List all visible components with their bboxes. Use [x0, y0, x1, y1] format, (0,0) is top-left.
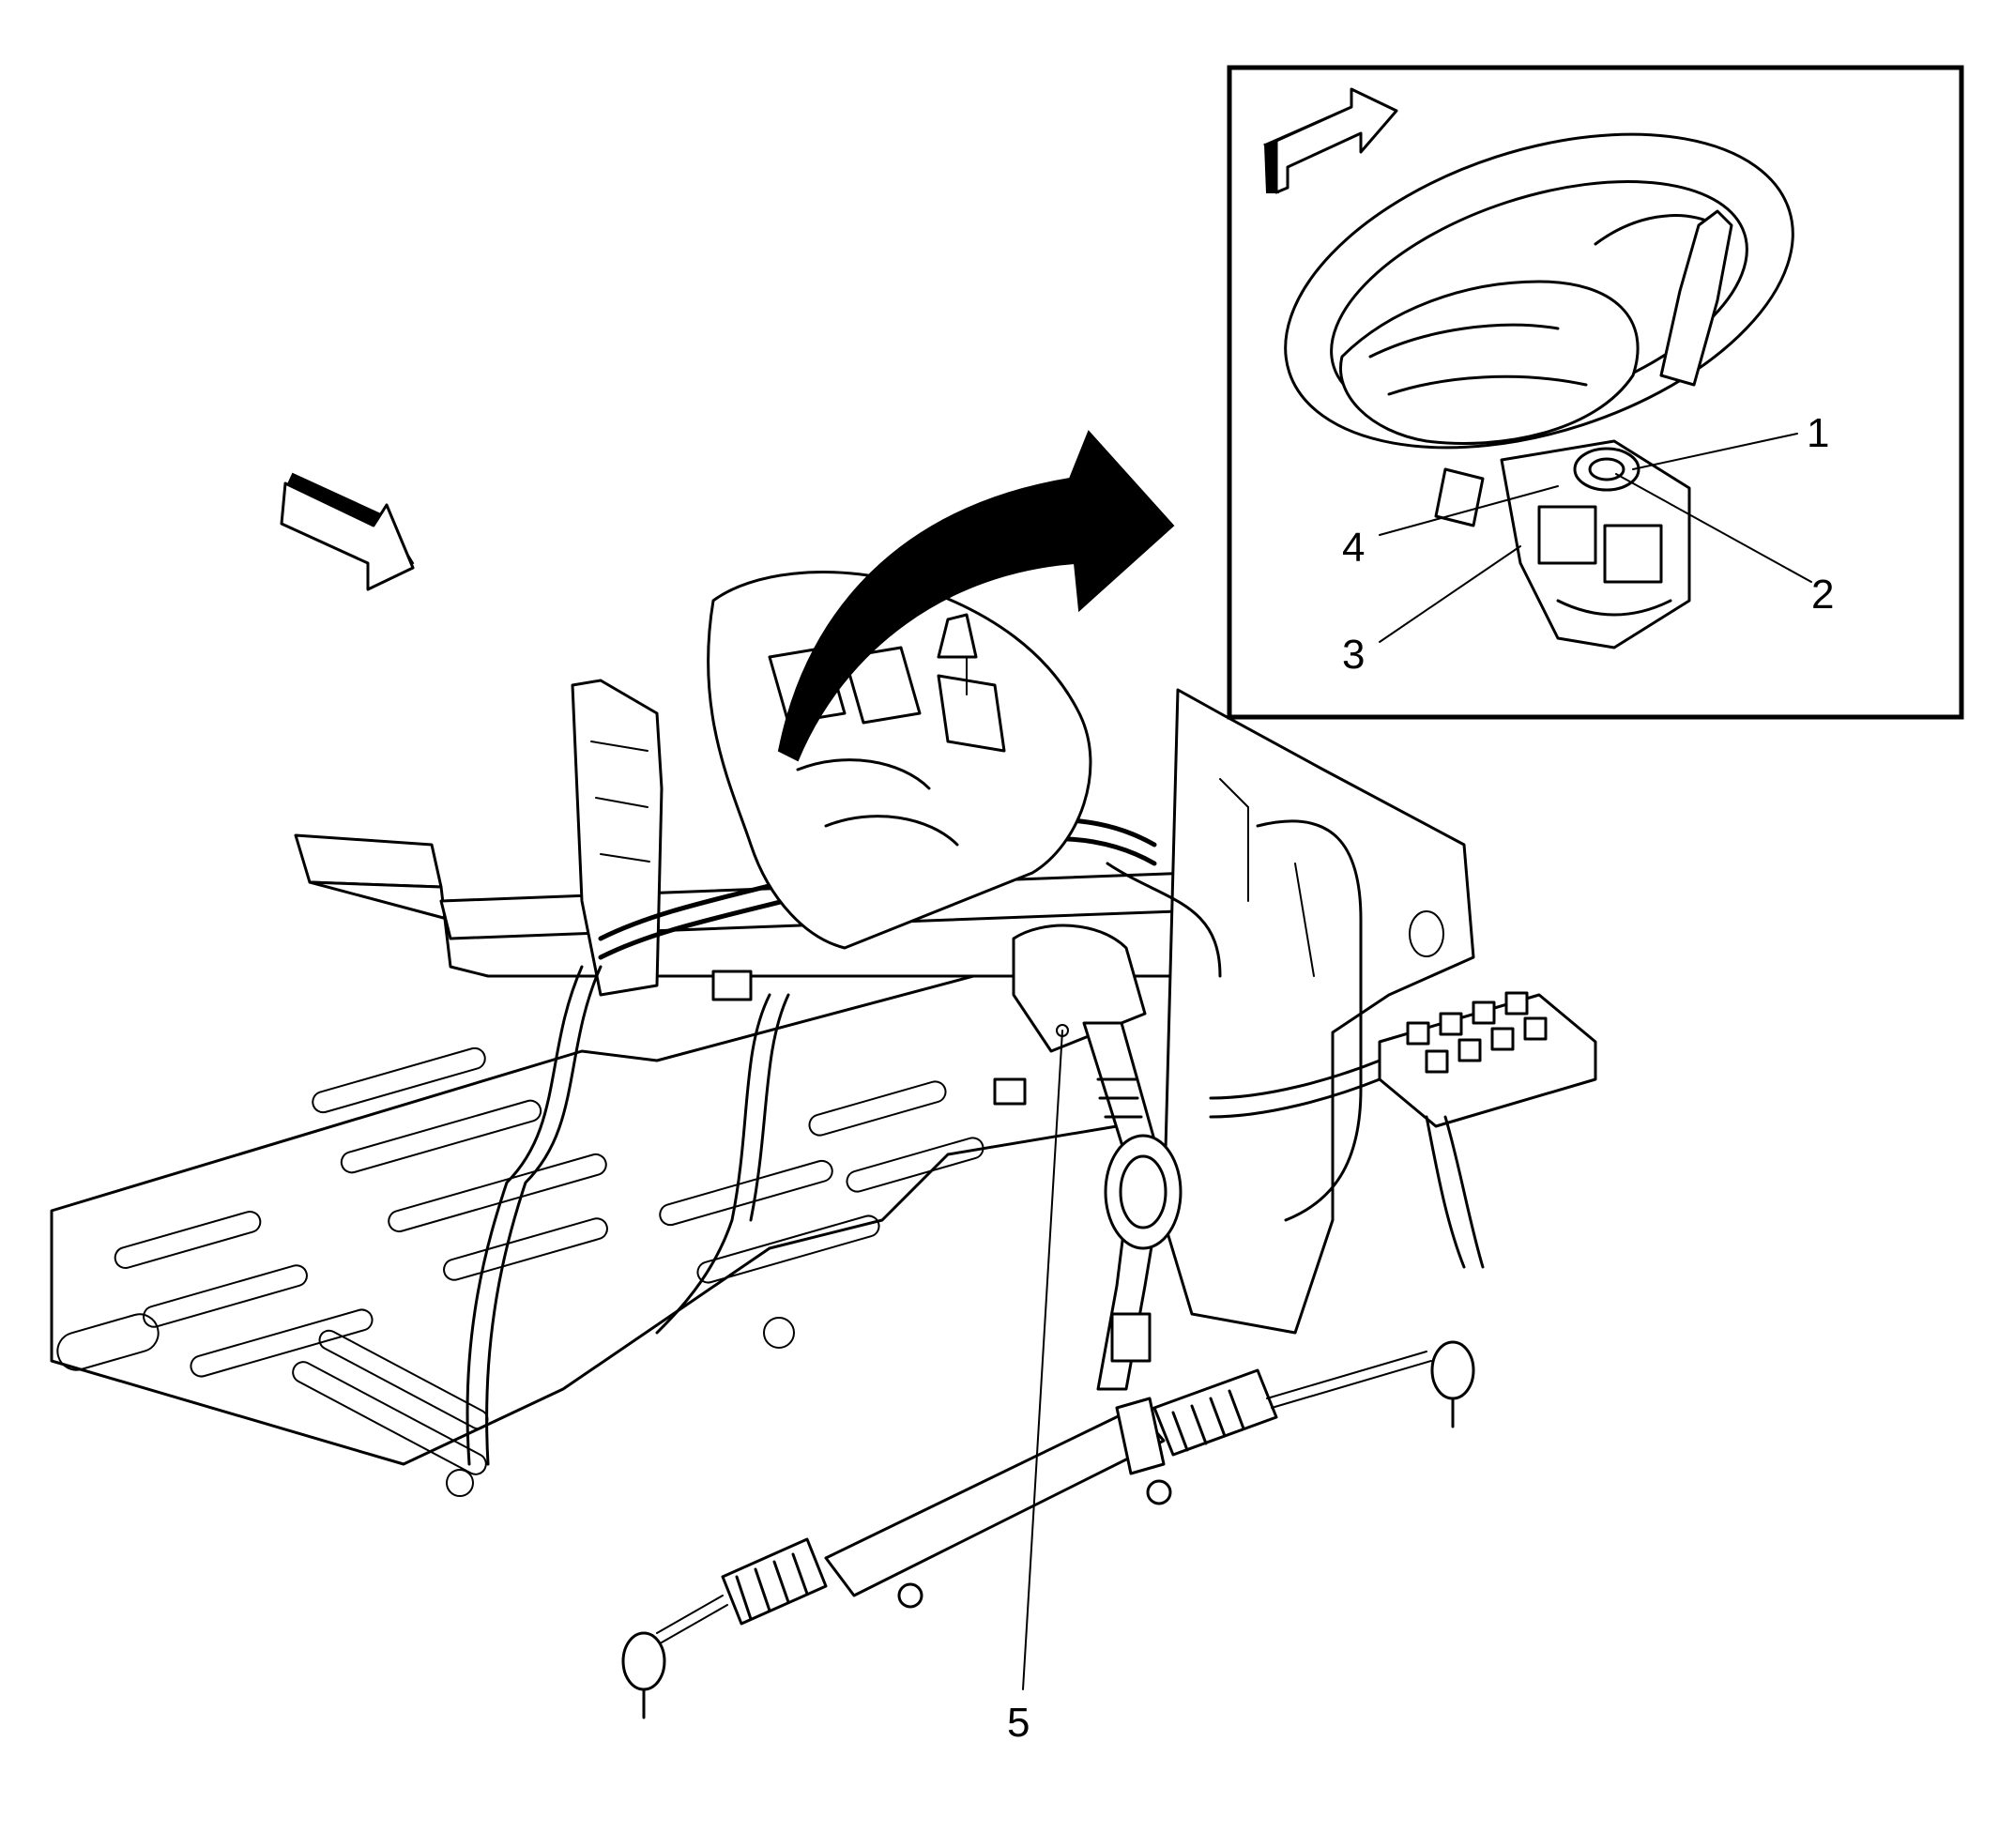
- steering-column-main: [707, 571, 1147, 1053]
- left-pillar: [571, 679, 664, 997]
- callout-3: 3: [1342, 545, 1521, 678]
- intermediate-shaft: [1082, 1021, 1183, 1391]
- callout-1: 1: [1632, 410, 1829, 470]
- view-direction-arrow-inset: [1262, 87, 1398, 194]
- callout-2-label: 2: [1811, 572, 1834, 618]
- right-bulkhead: [1162, 688, 1475, 1335]
- callout-1-label: 1: [1807, 410, 1829, 456]
- curved-detail-arrow: [777, 430, 1175, 762]
- callout-4: 4: [1342, 485, 1559, 571]
- steering-column-inset: [1434, 209, 1733, 649]
- steering-gear-rack: [621, 1340, 1475, 1719]
- callout-5-label: 5: [1007, 1700, 1030, 1746]
- callout-4-label: 4: [1342, 525, 1365, 571]
- detail-inset: 1 2 4 3: [1227, 65, 1964, 720]
- callout-5: 5: [1007, 1024, 1069, 1746]
- callout-3-label: 3: [1342, 632, 1365, 678]
- floor-pan: [50, 946, 1119, 1497]
- callout-2: 2: [1615, 473, 1834, 618]
- view-direction-arrow-main: [280, 472, 415, 591]
- relay-block: [1378, 991, 1597, 1269]
